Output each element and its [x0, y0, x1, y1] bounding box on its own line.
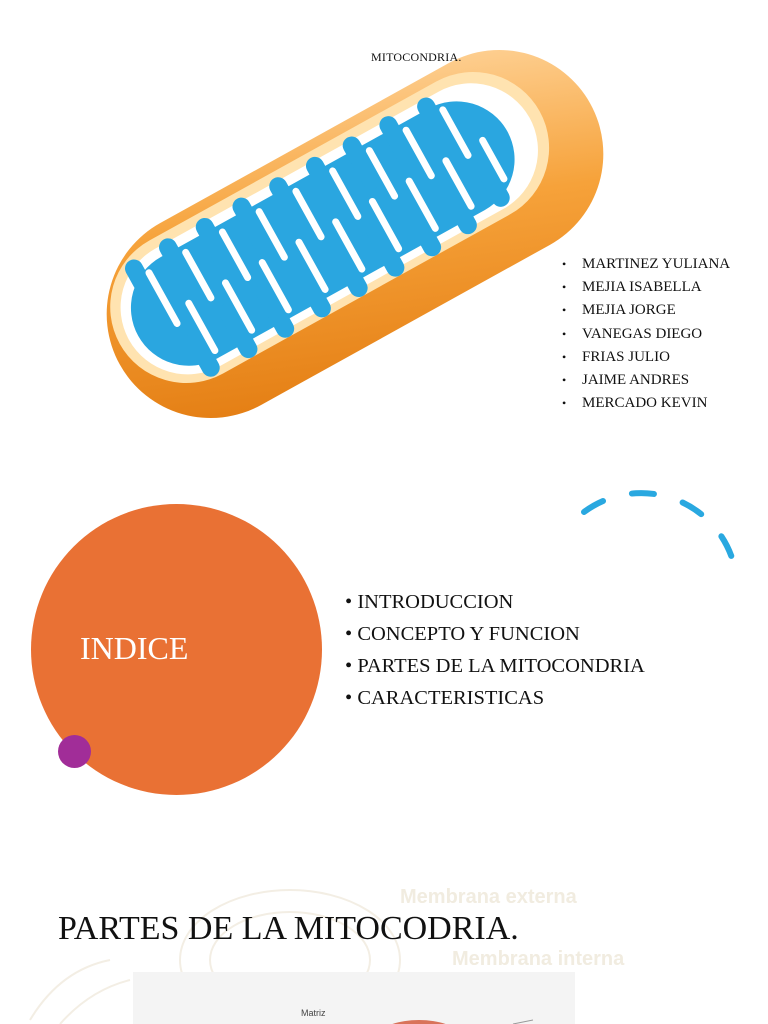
list-item: MEJIA JORGE: [562, 299, 730, 322]
dashed-arc-decoration: [581, 490, 739, 577]
index-list: INTRODUCCION CONCEPTO Y FUNCION PARTES D…: [345, 586, 645, 714]
list-item: MEJIA ISABELLA: [562, 276, 730, 299]
list-item: JAIME ANDRES: [562, 369, 730, 392]
faint-label-membrana-interna: Membrana interna: [452, 948, 625, 970]
list-item: MERCADO KEVIN: [562, 392, 730, 415]
list-item: CONCEPTO Y FUNCION: [345, 618, 645, 650]
mitochondria-parts-image: Matriz: [133, 972, 575, 1024]
list-item: VANEGAS DIEGO: [562, 323, 730, 346]
parts-title: PARTES DE LA MITOCODRIA.: [58, 910, 519, 947]
list-item: CARACTERISTICAS: [345, 682, 645, 714]
purple-dot-decoration: [58, 735, 91, 768]
slide-title-mitocondria: MITOCONDRIA.: [371, 50, 462, 64]
slide-partes: Membrana externa Membrana interna PARTES…: [0, 850, 768, 1024]
list-item: FRIAS JULIO: [562, 346, 730, 369]
faint-label-membrana-externa: Membrana externa: [400, 886, 577, 908]
members-list: MARTINEZ YULIANA MEJIA ISABELLA MEJIA JO…: [562, 253, 730, 416]
mitochondria-illustration: [106, 50, 604, 418]
slide-mitocondria: MITOCONDRIA. MARTINEZ YULIANA MEJIA ISAB…: [0, 0, 768, 440]
list-item: PARTES DE LA MITOCONDRIA: [345, 650, 645, 682]
image-label-matriz: Matriz: [301, 1008, 326, 1018]
list-item: INTRODUCCION: [345, 586, 645, 618]
slide-indice: INDICE INTRODUCCION CONCEPTO Y FUNCION P…: [0, 440, 768, 850]
index-title: INDICE: [80, 630, 189, 666]
mitochondria-section-drawing: [392, 1019, 534, 1024]
faint-sketch-decoration: [29, 889, 401, 1024]
list-item: MARTINEZ YULIANA: [562, 253, 730, 276]
